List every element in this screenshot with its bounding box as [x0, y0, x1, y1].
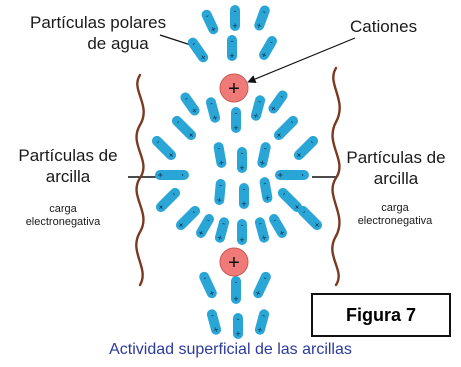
water-particle: -+ — [200, 8, 220, 36]
water-particle: -+ — [237, 147, 247, 173]
water-particle: -+ — [259, 176, 273, 203]
label-charge-right: carga electronegativa — [340, 202, 450, 228]
label-clay-left: Partículas de arcilla — [4, 145, 132, 187]
particle-neg-sign: - — [235, 108, 238, 118]
water-particle: -+ — [252, 270, 273, 300]
water-particle: -+ — [186, 36, 210, 65]
particle-neg-sign: - — [243, 184, 246, 194]
particle-pos-sign: + — [155, 172, 165, 177]
water-particle: -+ — [254, 308, 270, 336]
water-particle: -+ — [170, 114, 198, 142]
water-particle: -+ — [296, 204, 324, 232]
water-particle: -+ — [155, 170, 189, 180]
water-particle: -+ — [213, 141, 227, 168]
particle-pos-sign: + — [233, 123, 238, 133]
label-water-particles: Partículas polares de agua — [30, 12, 166, 54]
water-particle: -+ — [150, 134, 178, 162]
particle-pos-sign: + — [239, 235, 244, 245]
figure-label-box: Figura 7 — [311, 293, 451, 337]
water-particle: -+ — [205, 96, 221, 124]
label-charge-left-line2: electronegativa — [8, 216, 118, 229]
figure-label: Figura 7 — [346, 305, 416, 326]
particle-pos-sign: + — [229, 51, 234, 61]
label-water-line1: Partículas polares — [30, 12, 166, 33]
cation-plus-sign: + — [228, 252, 240, 274]
water-particle: -+ — [267, 212, 289, 240]
particle-pos-sign: + — [241, 199, 246, 209]
water-particle: -+ — [214, 216, 230, 244]
particle-neg-sign: - — [241, 148, 244, 158]
cation: + — [220, 74, 248, 102]
cation-plus-sign: + — [228, 78, 240, 100]
label-clay-right-line2: arcilla — [335, 168, 457, 189]
water-particle: -+ — [233, 313, 243, 339]
particle-pos-sign: + — [232, 21, 237, 31]
particle-neg-sign: - — [298, 174, 308, 177]
water-particle: -+ — [239, 183, 249, 209]
water-particle: -+ — [198, 270, 219, 300]
particle-neg-sign: - — [235, 277, 238, 287]
water-particle: -+ — [206, 308, 222, 336]
particle-pos-sign: + — [239, 163, 244, 173]
water-particle: -+ — [154, 186, 182, 214]
water-particle: -+ — [231, 107, 241, 133]
label-charge-left-line1: carga — [8, 203, 118, 216]
label-charge-right-line2: electronegativa — [340, 215, 450, 228]
label-clay-left-line1: Partículas de — [4, 145, 132, 166]
water-particle: -+ — [292, 134, 320, 162]
water-particle: -+ — [214, 179, 226, 206]
particle-neg-sign: - — [178, 174, 188, 177]
water-particle: -+ — [256, 141, 271, 169]
particle-neg-sign: - — [237, 314, 240, 324]
label-clay-right-line1: Partículas de — [335, 147, 457, 168]
particle-pos-sign: + — [275, 172, 285, 177]
water-particle: -+ — [254, 216, 270, 244]
bracket-left — [136, 75, 143, 285]
water-particle: -+ — [253, 4, 271, 32]
particle-pos-sign: + — [216, 195, 222, 205]
water-particle: -+ — [230, 5, 240, 31]
caption: Actividad superficial de las arcillas — [0, 341, 461, 359]
water-particle: -+ — [250, 94, 266, 122]
label-charge-right-line1: carga — [340, 202, 450, 215]
water-particle: -+ — [194, 212, 216, 240]
water-particle: -+ — [227, 35, 237, 61]
cations-group: ++ — [220, 74, 248, 276]
water-particle: -+ — [257, 34, 279, 62]
label-water-line2: de agua — [70, 33, 166, 54]
particle-neg-sign: - — [234, 6, 237, 16]
particle-neg-sign: - — [241, 220, 244, 230]
water-particle: -+ — [275, 170, 309, 180]
label-cations: Cationes — [350, 16, 417, 37]
water-particle: -+ — [266, 88, 289, 115]
water-particles: -+-+-+-+-+-+-+-+-+-+-+-+-+-+-+-+-+-+-+-+… — [150, 4, 324, 339]
water-particle: -+ — [174, 204, 202, 232]
water-particle: -+ — [178, 90, 201, 117]
water-particle: -+ — [231, 276, 241, 304]
particle-neg-sign: - — [231, 36, 234, 46]
particle-pos-sign: + — [233, 294, 238, 304]
water-particle: -+ — [237, 219, 247, 245]
label-charge-left: carga electronegativa — [8, 203, 118, 229]
label-clay-right: Partículas de arcilla — [335, 147, 457, 189]
label-clay-left-line2: arcilla — [4, 166, 132, 187]
cation: + — [220, 248, 248, 276]
water-particle: -+ — [272, 114, 300, 142]
particle-pos-sign: + — [235, 329, 240, 339]
